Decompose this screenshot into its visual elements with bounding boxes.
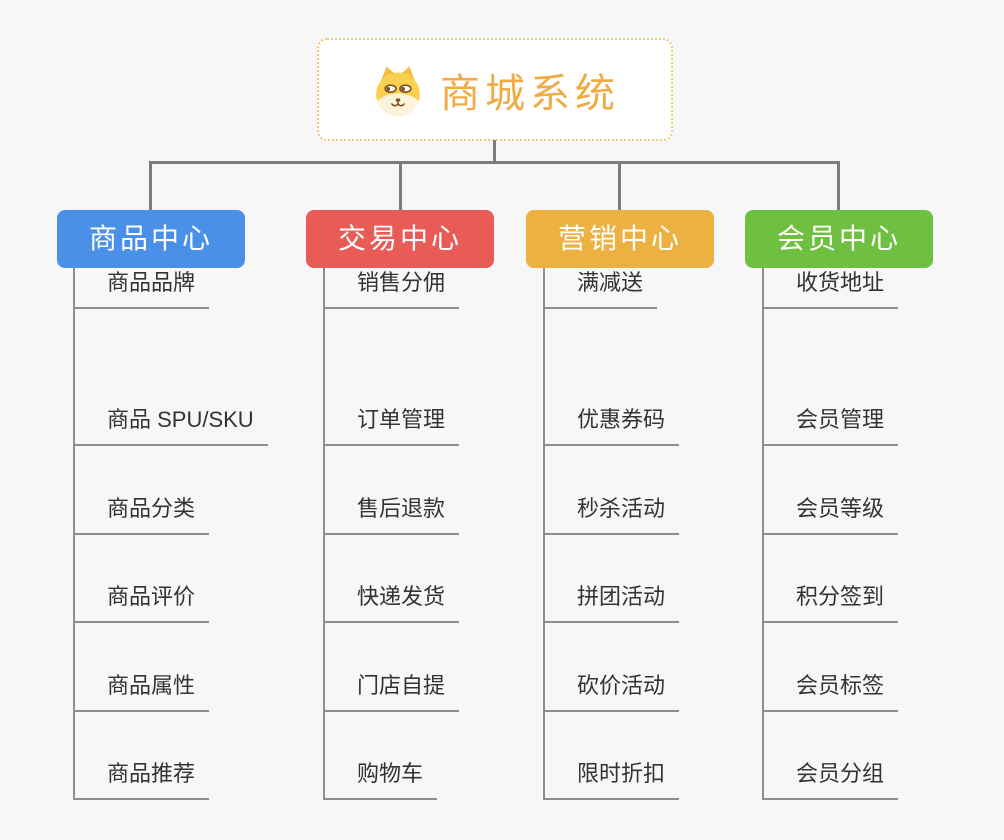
leaf-item[interactable]: 订单管理 — [323, 405, 460, 446]
branch-box-trade-center[interactable]: 交易中心 — [306, 210, 494, 268]
connector-horizontal — [149, 161, 840, 164]
leaf-item[interactable]: 会员等级 — [762, 494, 899, 535]
connector-drop-product — [149, 161, 152, 211]
branch-box-marketing-center[interactable]: 营销中心 — [526, 210, 714, 268]
leaf-item[interactable]: 商品分类 — [73, 494, 210, 535]
leaf-item[interactable]: 秒杀活动 — [543, 494, 680, 535]
leaf-item[interactable]: 售后退款 — [323, 494, 460, 535]
branch-children-marketing: 优惠券码 秒杀活动 拼团活动 砍价活动 限时折扣 满减送 — [543, 268, 783, 802]
branch-box-member-center[interactable]: 会员中心 — [745, 210, 933, 268]
leaf-item[interactable]: 商品评价 — [73, 582, 210, 623]
leaf-item[interactable]: 收货地址 — [762, 268, 899, 309]
leaf-item[interactable]: 快递发货 — [323, 582, 460, 623]
leaf-item[interactable]: 门店自提 — [323, 671, 460, 712]
leaf-item[interactable]: 购物车 — [323, 759, 438, 800]
leaf-item[interactable]: 商品 SPU/SKU — [73, 405, 268, 446]
leaf-item[interactable]: 限时折扣 — [543, 759, 680, 800]
leaf-item[interactable]: 商品品牌 — [73, 268, 210, 309]
leaf-item[interactable]: 砍价活动 — [543, 671, 680, 712]
connector-drop-member — [837, 161, 840, 211]
leaf-item[interactable]: 会员分组 — [762, 759, 899, 800]
leaf-item[interactable]: 优惠券码 — [543, 405, 680, 446]
leaf-item[interactable]: 会员标签 — [762, 671, 899, 712]
branch-children-member: 会员管理 会员等级 积分签到 会员标签 会员分组 收货地址 — [762, 268, 1002, 802]
connector-drop-trade — [399, 161, 402, 211]
dog-face-icon — [370, 62, 426, 118]
connector-root-stem — [493, 140, 496, 163]
root-title: 商城系统 — [440, 71, 620, 116]
branch-children-trade: 订单管理 售后退款 快递发货 门店自提 购物车 销售分佣 — [323, 268, 563, 802]
root-node[interactable]: 商城系统 — [317, 38, 673, 141]
connector-drop-marketing — [618, 161, 621, 211]
leaf-item[interactable]: 商品属性 — [73, 671, 210, 712]
leaf-item[interactable]: 满减送 — [543, 268, 658, 309]
leaf-item[interactable]: 销售分佣 — [323, 268, 460, 309]
leaf-item[interactable]: 积分签到 — [762, 582, 899, 623]
branch-children-product: 商品 SPU/SKU 商品分类 商品评价 商品属性 商品推荐 商品品牌 — [73, 268, 313, 802]
branch-box-product-center[interactable]: 商品中心 — [57, 210, 245, 268]
leaf-item[interactable]: 商品推荐 — [73, 759, 210, 800]
leaf-item[interactable]: 拼团活动 — [543, 582, 680, 623]
leaf-item[interactable]: 会员管理 — [762, 405, 899, 446]
